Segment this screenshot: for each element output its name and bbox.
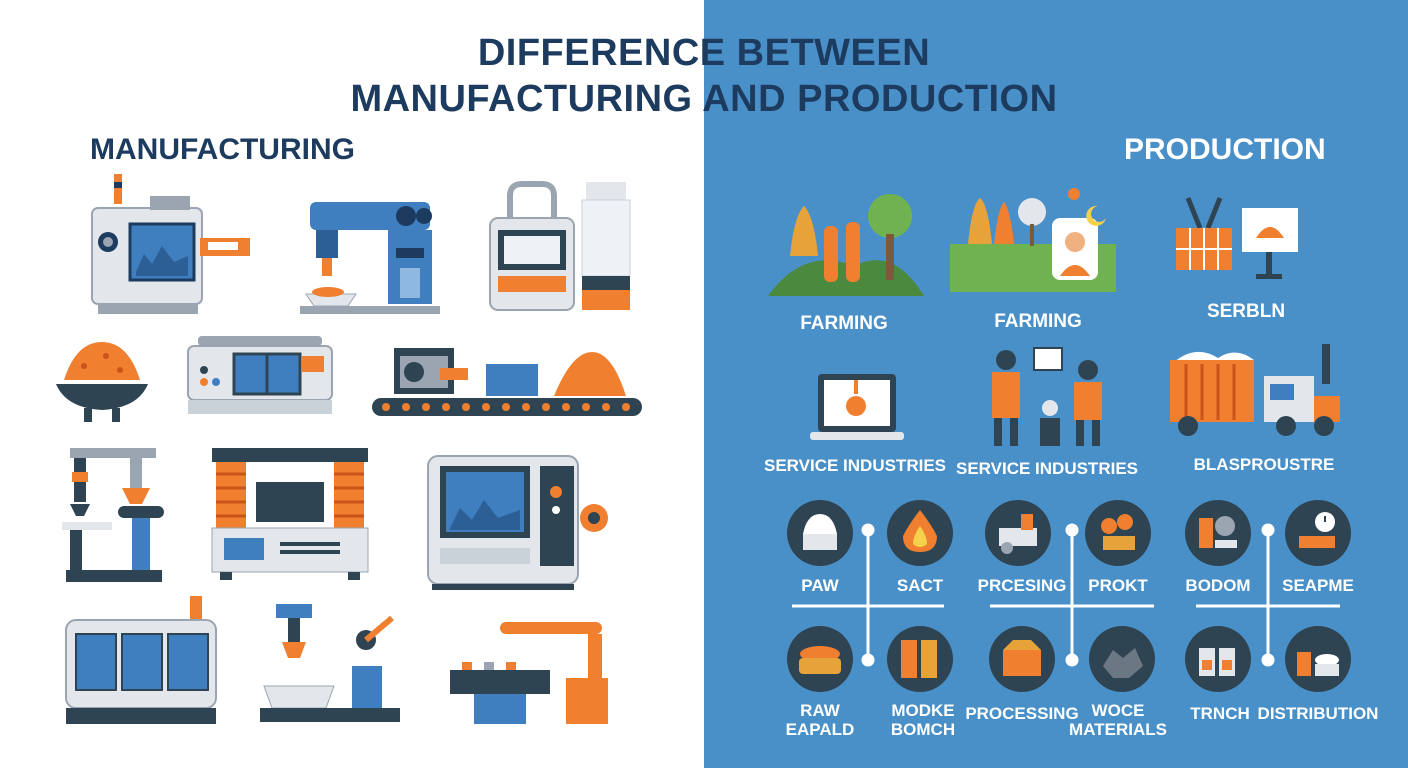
industrial-robot-arm-icon [450, 622, 608, 724]
raw-batch-icon [787, 626, 853, 692]
packaging-machine-icon [187, 336, 333, 414]
label-eapald: EAPALD [785, 720, 855, 739]
label-farming-1: FARMING [800, 313, 888, 334]
processing-box-icon [989, 626, 1055, 692]
label-serbln: SERBLN [1206, 301, 1286, 322]
robotic-arm-icon [62, 448, 164, 582]
label-bomch: BOMCH [890, 720, 956, 739]
label-service-industries-1: SERVICE INDUSTRIES [763, 456, 947, 475]
service-basket-icon [1176, 197, 1298, 279]
process-connectors [792, 523, 1340, 667]
processing-machine-icon [985, 500, 1051, 566]
label-materials: MATERIALS [1069, 720, 1167, 739]
raw-material-icon [787, 500, 853, 566]
ore-bowl-icon [56, 342, 148, 422]
label-processing: PROCESSING [965, 704, 1079, 723]
raw-materials-rocks-icon [1089, 626, 1155, 692]
label-woce: WOCE [1091, 701, 1145, 720]
module-batch-icon [887, 626, 953, 692]
delivery-truck-icon [1170, 344, 1340, 436]
label-prcesing: PRCESING [977, 576, 1067, 595]
title-line-2: MANUFACTURING AND PRODUCTION [350, 78, 1058, 120]
label-service-industries-2: SERVICE INDUSTRIES [955, 459, 1139, 478]
label-raw: RAW [800, 701, 840, 720]
drill-press-icon [300, 202, 440, 314]
label-distribution: DISTRIBUTION [1257, 704, 1379, 723]
manufacturing-heading: MANUFACTURING [90, 133, 355, 166]
label-trnch: TRNCH [1190, 704, 1250, 723]
production-heading: PRODUCTION [1124, 133, 1326, 166]
clock-desk-icon [1285, 500, 1351, 566]
label-seapme: SEAPME [1282, 576, 1354, 595]
page-title: DIFFERENCE BETWEEN MANUFACTURING AND PRO… [0, 30, 1408, 122]
conveyor-belt-icon [372, 348, 642, 416]
cnc-machine-icon [91, 174, 250, 314]
label-bodom: BODOM [1185, 576, 1251, 595]
fire-icon [887, 500, 953, 566]
gear-storage-icon [1185, 500, 1251, 566]
label-farming-2: FARMING [994, 311, 1082, 332]
laptop-icon [810, 374, 904, 440]
hydraulic-press-icon [211, 448, 369, 580]
label-prokt: PROKT [1088, 576, 1148, 595]
service-workers-icon [992, 347, 1102, 446]
farming-worker-icon [950, 188, 1116, 292]
cnc-lathe-icon [427, 455, 608, 590]
assembly-robot-icon [260, 604, 400, 722]
distribution-goods-icon [1285, 626, 1351, 692]
label-paw: PAW [801, 576, 839, 595]
product-plant-icon [1085, 500, 1151, 566]
label-sact: SACT [896, 576, 944, 595]
title-line-1: DIFFERENCE BETWEEN [477, 32, 931, 74]
transport-bags-icon [1185, 626, 1251, 692]
press-machine-icon [489, 181, 631, 311]
farming-crops-icon [768, 194, 924, 296]
label-blasproustre: BLASPROUSTRE [1193, 455, 1335, 474]
bottling-machine-icon [65, 596, 217, 724]
label-modke: MODKE [891, 701, 955, 720]
